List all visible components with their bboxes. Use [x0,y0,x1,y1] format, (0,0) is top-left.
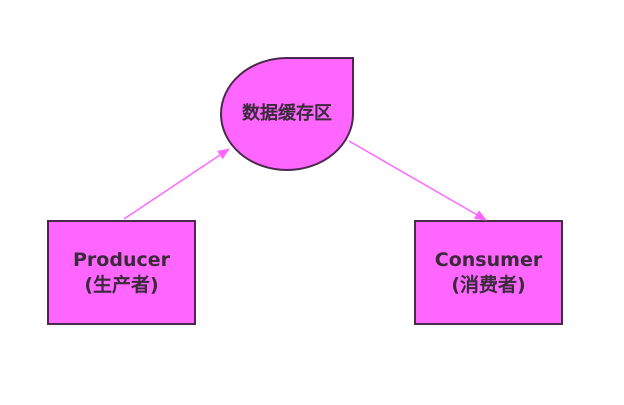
producer-sublabel: (生产者) [84,273,159,296]
consumer-sublabel: (消费者) [451,273,526,296]
producer-node: Producer (生产者) [48,221,195,324]
edge-producer-to-buffer [123,148,230,220]
consumer-box-shape [414,220,563,325]
producer-box-shape [47,220,196,325]
data-buffer-shape [219,57,354,172]
data-buffer-node: 数据缓存区 [221,58,353,170]
producer-label: Producer [73,248,170,271]
consumer-label: Consumer [434,248,543,271]
edge-buffer-to-consumer [348,140,487,221]
consumer-node: Consumer (消费者) [415,221,562,324]
data-buffer-label: 数据缓存区 [242,103,332,125]
